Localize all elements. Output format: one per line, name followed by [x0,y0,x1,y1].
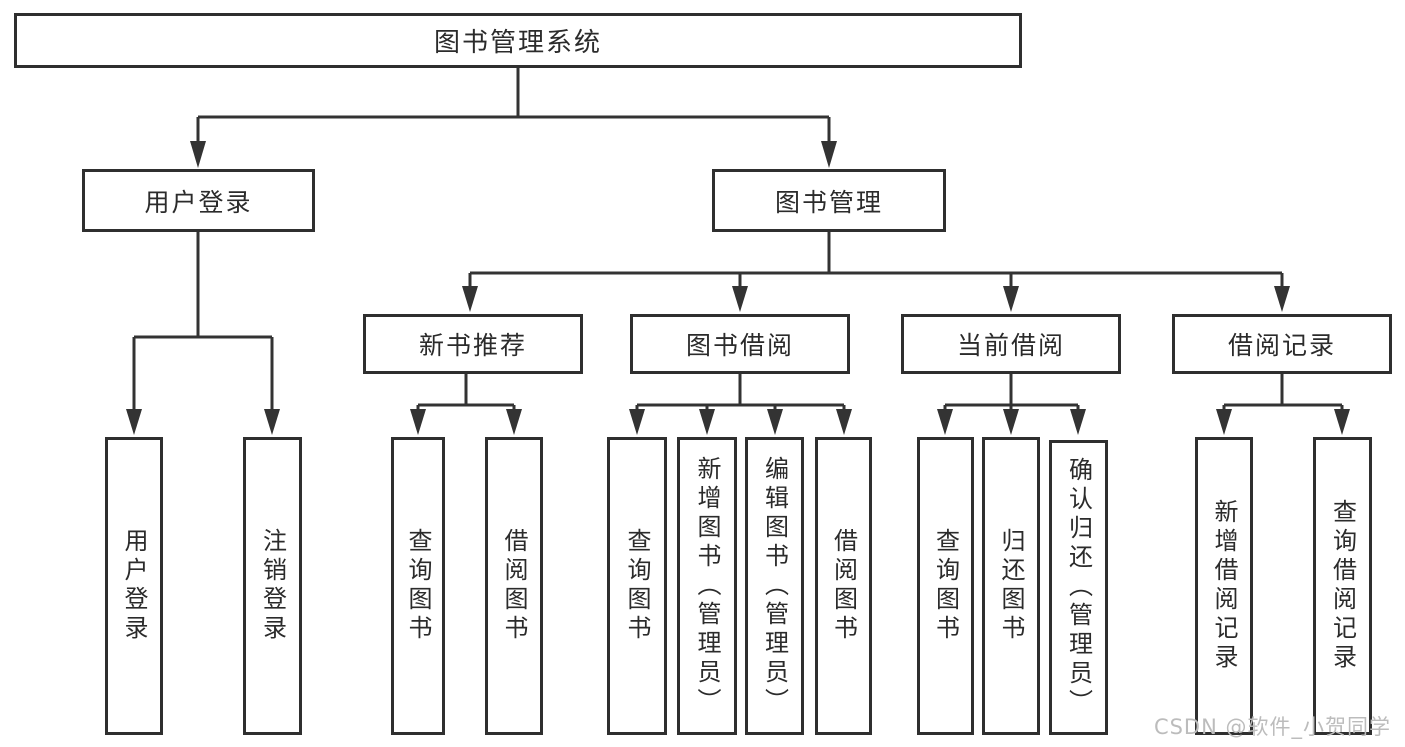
node-label: 查询图书 [931,528,960,644]
node-user-login: 用户登录 [82,169,315,232]
node-label: 图书管理 [774,187,883,217]
node-label: 借阅记录 [1227,331,1336,360]
node-label: 借阅图书 [829,528,858,644]
leaf-nbr-borrow-books: 借阅图书 [485,437,543,735]
leaf-cb-confirm-return-admin: 确认归还（管理员） [1049,440,1108,735]
node-label: 当前借阅 [956,331,1065,360]
node-label: 图书借阅 [685,331,794,360]
node-new-book-recommend: 新书推荐 [363,314,583,374]
leaf-nbr-query-books: 查询图书 [391,437,445,735]
node-label: 查询借阅记录 [1328,499,1357,673]
node-label: 图书管理系统 [433,28,602,58]
arrowheads [126,141,1350,435]
leaf-br-add-record: 新增借阅记录 [1195,437,1253,735]
leaf-bb-edit-book-admin: 编辑图书（管理员） [745,437,804,735]
node-library-management-system: 图书管理系统 [14,13,1022,68]
node-label: 归还图书 [997,528,1025,644]
leaf-cb-query-books: 查询图书 [917,437,974,735]
node-current-borrowing: 当前借阅 [901,314,1121,374]
leaf-logout: 注销登录 [243,437,302,735]
leaf-bb-borrow-books: 借阅图书 [815,437,872,735]
node-label: 用户登录 [120,528,148,644]
node-borrowing-records: 借阅记录 [1172,314,1392,374]
leaf-br-query-record: 查询借阅记录 [1313,437,1372,735]
node-book-borrowing: 图书借阅 [630,314,850,374]
node-label: 新增图书（管理员） [693,455,721,717]
node-book-management: 图书管理 [712,169,946,232]
node-label: 编辑图书（管理员） [760,455,789,717]
node-label: 新增借阅记录 [1210,499,1238,673]
node-label: 查询图书 [404,528,432,644]
node-label: 查询图书 [623,528,651,644]
node-label: 借阅图书 [500,528,528,644]
node-label: 确认归还（管理员） [1064,457,1093,718]
leaf-bb-add-book-admin: 新增图书（管理员） [677,437,737,735]
leaf-bb-query-books: 查询图书 [607,437,667,735]
node-label: 新书推荐 [418,331,527,360]
node-label: 注销登录 [258,528,287,644]
csdn-watermark: CSDN @软件_小贺同学 [1153,715,1391,739]
leaf-user-login: 用户登录 [105,437,163,735]
leaf-cb-return-books: 归还图书 [982,437,1040,735]
node-label: 用户登录 [144,187,253,217]
